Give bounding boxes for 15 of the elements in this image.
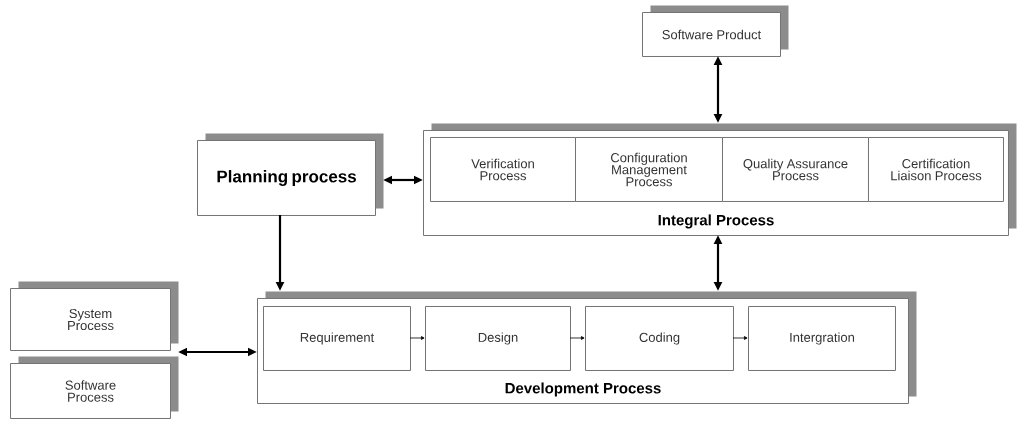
process-cell: Verification Process <box>430 137 576 202</box>
process-box: Coding <box>585 306 734 371</box>
arrow <box>569 336 585 340</box>
process-box: Intergration <box>748 306 896 371</box>
arrow <box>732 336 748 340</box>
process-box: System Process <box>10 281 179 351</box>
process-box: Requirement <box>263 306 411 371</box>
arrow <box>409 336 425 340</box>
process-box: Software Process <box>10 356 179 419</box>
process-cell: Configuration Management Process <box>575 137 723 202</box>
process-cell: Certification Liaison Process <box>868 137 1004 202</box>
process-box: Software Product <box>642 5 789 57</box>
process-cell: Quality Assurance Process <box>722 137 869 202</box>
process-box: Planning process <box>197 133 384 216</box>
process-box: Design <box>425 306 571 371</box>
